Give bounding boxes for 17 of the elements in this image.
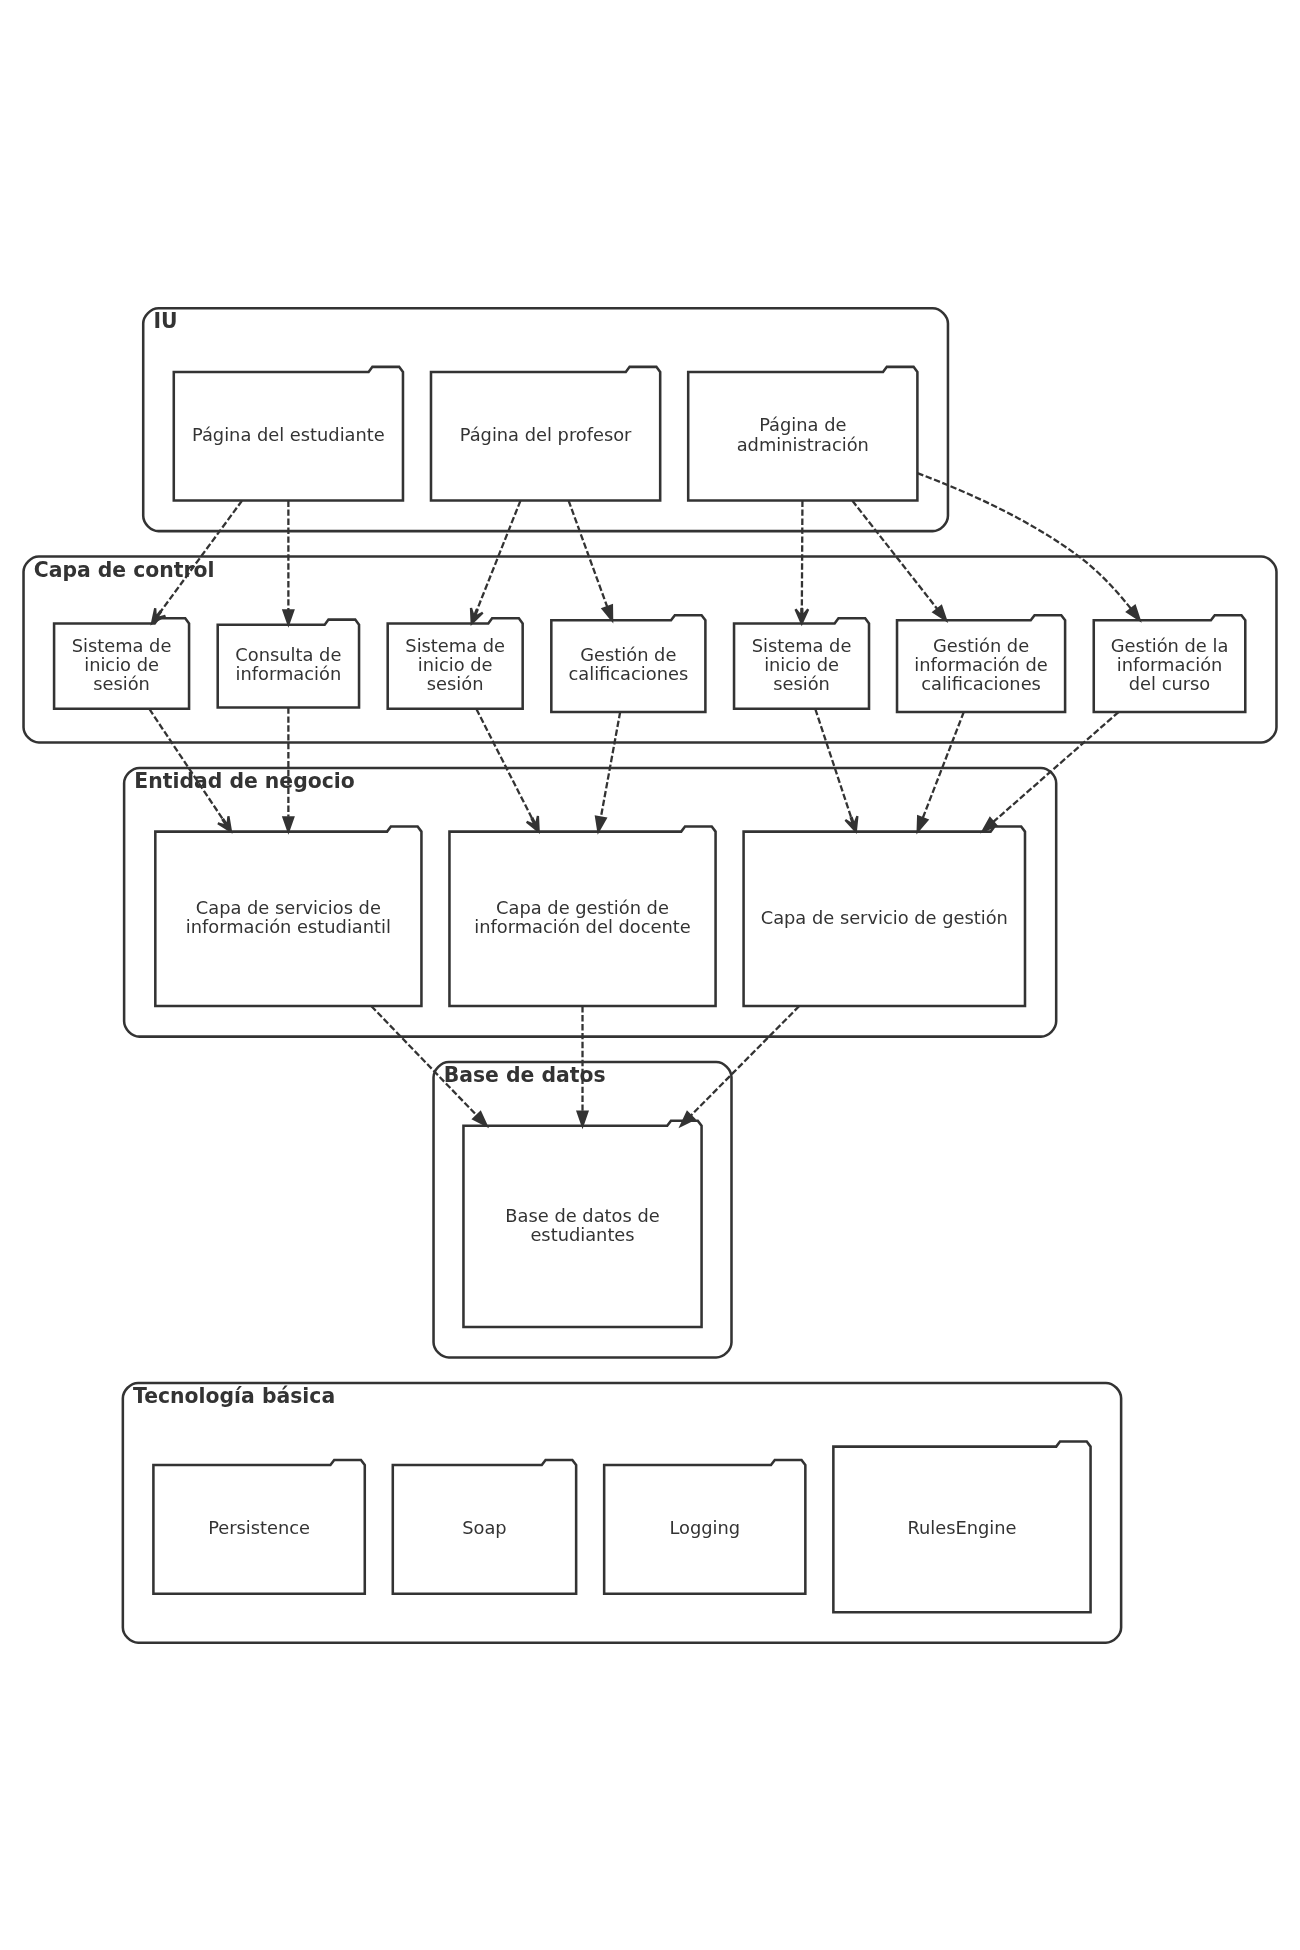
arrow bbox=[567, 499, 614, 623]
arrow bbox=[851, 499, 949, 623]
arrow bbox=[469, 499, 522, 624]
arrow bbox=[576, 1005, 590, 1129]
arrow bbox=[678, 1004, 800, 1128]
arrow bbox=[794, 500, 810, 624]
arrow bbox=[148, 708, 233, 833]
arrow bbox=[814, 708, 859, 833]
arrow bbox=[370, 1005, 490, 1128]
arrow bbox=[475, 708, 540, 833]
arrow bbox=[980, 710, 1120, 833]
arrow bbox=[594, 711, 622, 835]
arrow bbox=[150, 499, 243, 624]
arrow bbox=[281, 707, 295, 835]
arrow bbox=[281, 500, 295, 628]
arrow bbox=[916, 711, 965, 834]
arrow bbox=[917, 471, 1142, 623]
